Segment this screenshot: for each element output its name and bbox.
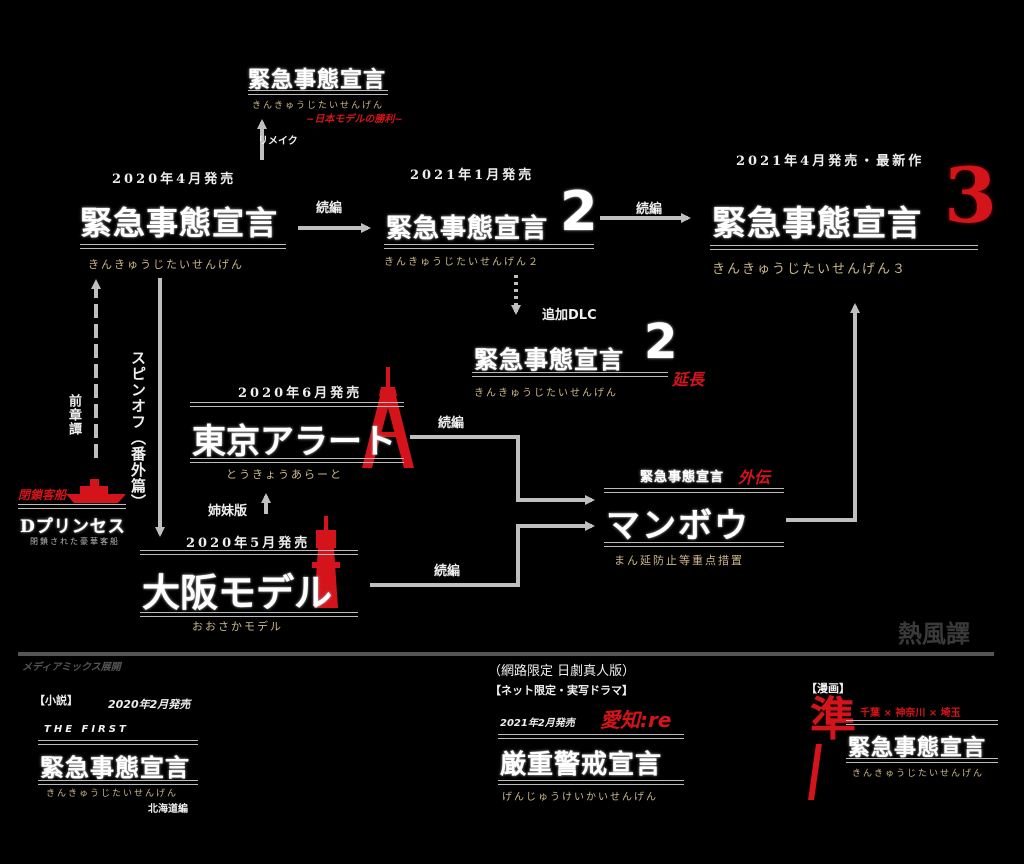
edge-label-sequel-2: 続編 <box>636 202 663 217</box>
sequel2-numeral: 2 <box>560 180 599 243</box>
novel-rule-top <box>38 740 198 745</box>
manbou-kana: まん延防止等重点措置 <box>614 554 744 567</box>
dlc-title: 緊急事態宣言 <box>474 345 624 374</box>
dlc-badge: 延長 <box>672 370 705 389</box>
media-mix-heading: メディアミックス展開 <box>22 662 121 673</box>
sequel2-rule <box>384 244 594 249</box>
manbou-prefix-badge: 外伝 <box>738 468 771 487</box>
remake-kana: きんきゅうじたいせんげん <box>252 101 385 111</box>
manga-regions: 千葉 × 神奈川 × 埼玉 <box>860 708 961 719</box>
tokyo-kana: とうきょうあらーと <box>226 468 343 481</box>
manbou-title: マンボウ <box>606 506 750 546</box>
osaka-kana: おおさかモデル <box>192 620 283 633</box>
edge-label-sequel-1: 続編 <box>316 201 343 216</box>
osaka-date: 2020年5月発売 <box>186 536 311 551</box>
remake-subtitle: ~日本モデルの勝利~ <box>306 114 403 125</box>
tokyo-title: 東京アラート <box>192 422 396 462</box>
remake-label: リメイク <box>258 136 298 147</box>
original-kana: きんきゅうじたいせんげん <box>88 258 244 271</box>
manbou-rule-bottom <box>604 542 784 547</box>
princess-title: Dプリンセス <box>20 517 126 537</box>
sequel2-title: 緊急事態宣言 <box>386 214 549 244</box>
drama-rule-top <box>498 734 684 739</box>
watermark: 熱風譯 <box>898 620 970 648</box>
manga-kana: きんきゅうじたいせんげん <box>852 769 985 779</box>
edge-label-spinoff: スピンオフ（番外篇） <box>129 350 147 510</box>
osaka-title: 大阪モデル <box>142 570 333 615</box>
drama-kana: げんじゅうけいかいせんげん <box>502 792 658 803</box>
dlc-kana: きんきゅうじたいせんげん <box>474 388 618 399</box>
princess-caption: 閉鎖された豪華客船 <box>30 537 120 546</box>
novel-tag: 【小説】 <box>34 694 78 707</box>
dlc-rule <box>472 372 668 377</box>
sequel3-title: 緊急事態宣言 <box>712 204 922 244</box>
novel-date: 2020年2月発売 <box>108 698 191 711</box>
drama-date: 2021年2月発売 <box>500 718 575 729</box>
princess-ship-label: 閉鎖客船 <box>18 488 67 502</box>
sequel3-kana: きんきゅうじたいせんげん３ <box>712 262 908 277</box>
arrow-manbou-3 <box>786 303 860 522</box>
ship-icon <box>66 479 126 503</box>
tokyo-tower-icon <box>362 367 414 468</box>
sequel2-kana: きんきゅうじたいせんげん２ <box>384 257 540 268</box>
drama-tag: 【ネット限定・実写ドラマ】 <box>490 684 633 697</box>
drama-rule-bottom <box>498 780 684 785</box>
manbou-rule-top <box>604 488 784 493</box>
osaka-rule-top <box>140 550 358 555</box>
dlc-label: 追加DLC <box>542 308 597 323</box>
remake-title: 緊急事態宣言 <box>248 67 387 93</box>
original-rule <box>80 244 286 249</box>
remake-rule <box>248 90 388 95</box>
novel-title: 緊急事態宣言 <box>40 753 190 782</box>
edge-label-sequel-3: 続編 <box>438 416 465 431</box>
princess-rule-top <box>18 504 126 509</box>
manbou-prefix: 緊急事態宣言 <box>640 470 725 485</box>
drama-note: （網路限定 日劇真人版） <box>488 664 636 679</box>
manga-rule-bottom <box>846 758 998 763</box>
sequel3-date: 2021年4月発売・最新作 <box>736 154 925 169</box>
original-date: 2020年4月発売 <box>112 172 237 187</box>
edge-label-sister: 姉妹版 <box>208 504 248 519</box>
sequel2-date: 2021年1月発売 <box>410 168 535 183</box>
tokyo-rule-top <box>190 402 404 407</box>
osaka-rule-bottom <box>140 612 358 617</box>
edge-label-sequel-4: 続編 <box>434 564 461 579</box>
novel-kana: きんきゅうじたいせんげん <box>46 789 179 799</box>
dlc-numeral: 2 <box>644 314 679 370</box>
manga-big-char: 準 <box>810 692 856 746</box>
novel-rule-bottom <box>38 780 198 785</box>
sequel3-rule <box>710 245 978 250</box>
manga-tag: 【漫画】 <box>806 682 850 695</box>
novel-suffix: 北海道編 <box>148 804 188 815</box>
osaka-tower-icon <box>312 516 340 608</box>
sequel3-numeral: 3 <box>944 151 997 240</box>
arrow-osaka-manbou <box>370 521 595 587</box>
tokyo-rule-bottom <box>190 458 404 463</box>
drama-badge: 愛知:re <box>600 708 672 732</box>
manga-rule-top <box>846 720 998 725</box>
arrow-tokyo-manbou <box>410 435 595 505</box>
novel-prefix: THE FIRST <box>44 724 129 735</box>
tokyo-date: 2020年6月発売 <box>238 386 363 401</box>
edge-label-prequel: 前章譚 <box>66 394 81 436</box>
drama-title: 厳重警戒宣言 <box>500 750 663 780</box>
original-title: 緊急事態宣言 <box>80 204 279 242</box>
manga-title: 緊急事態宣言 <box>848 735 987 761</box>
